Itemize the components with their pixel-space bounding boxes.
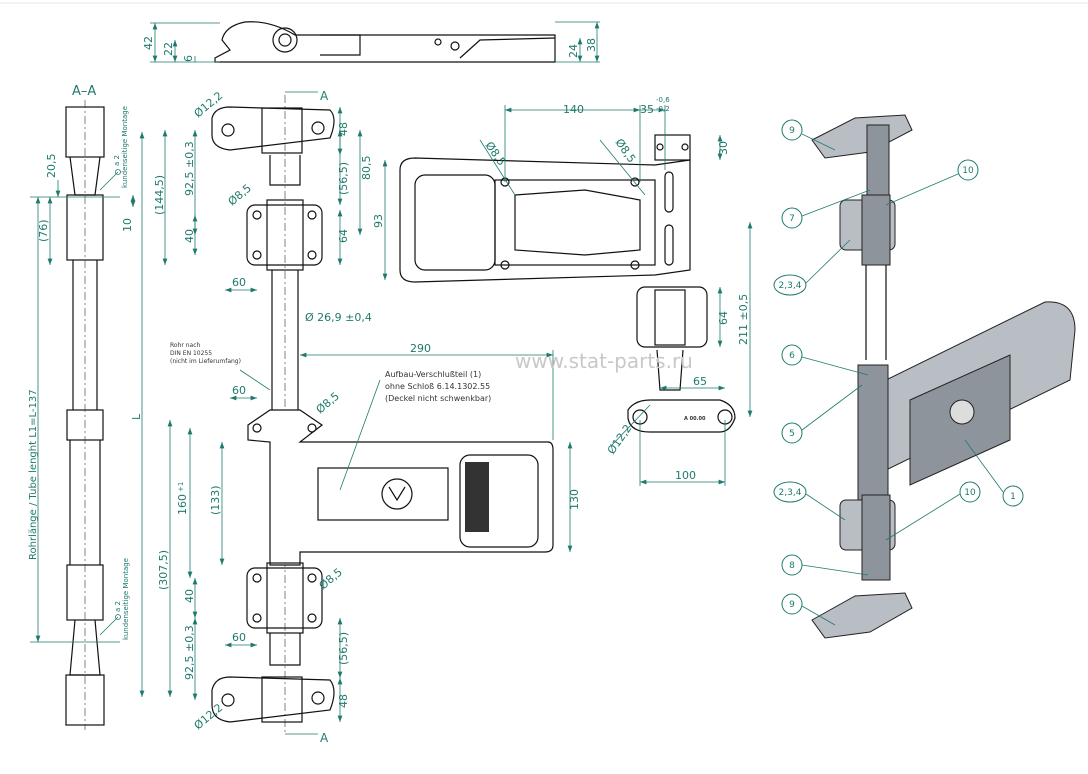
watermark: www.stat-parts.ru [515,349,693,373]
dim-d12-2-top: Ø12,2 [192,89,226,120]
dim-d8-5-c: Ø8,5 [317,566,345,593]
balloon-2-3-4-top: 2,3,4 [779,281,802,291]
dim-130: 130 [568,489,581,510]
balloon-9-top: 9 [789,126,795,136]
weld-symbol-bottom: a 2 [114,601,122,612]
dim-6: 6 [182,55,195,62]
weld-note-bottom: kundenseitige Montage [122,558,130,640]
dim-133: (133) [209,485,222,515]
section-label: A–A [72,84,96,99]
dim-290: 290 [410,342,431,355]
dim-76: (76) [37,219,50,242]
dim-d12-2-bottom: Ø12,2 [192,701,226,732]
balloon-9-bottom: 9 [789,600,795,610]
top-view: 42 22 6 24 38 [142,21,600,63]
dim-92-5-top: 92,5 ±0,3 [183,141,196,196]
tube-note-line-1: Rohr nach [170,342,201,349]
dim-211: 211 ±0,5 [737,294,750,345]
dim-93: 93 [372,214,385,228]
tube-note-line-3: (nicht im Lieferumfang) [170,358,241,365]
balloon-5: 5 [789,429,795,439]
dim-100: 100 [675,469,696,482]
dim-10: 10 [121,218,134,232]
dim-160: 160 [176,494,189,515]
dim-24: 24 [567,44,580,58]
balloon-7: 7 [789,214,795,224]
callout-line-2: ohne Schloß 6.14.1302.55 [385,382,490,391]
balloon-1: 1 [1010,492,1016,502]
balloon-2-3-4-bottom: 2,3,4 [779,488,802,498]
dim-144-5: (144,5) [153,175,166,215]
dim-56-5-bottom: (56,5) [337,632,350,665]
section-a-a: A–A 20,5 (76) 10 L Rohrlänge / Tube leng… [28,84,145,730]
dim-80-5: 80,5 [360,156,373,181]
balloon-10-top: 10 [962,166,974,176]
callout-line-1: Aufbau-Verschlußteil (1) [385,370,481,379]
part-stamp: A 00.00 [684,416,706,422]
dim-30: 30 [717,141,730,155]
dim-d8-5-a: Ø8,5 [226,182,254,209]
balloon-8: 8 [789,561,795,571]
tube-note-line-2: DIN EN 10255 [170,350,212,357]
dim-38: 38 [585,38,598,52]
balloon-6: 6 [789,351,795,361]
dim-48-top: 48 [337,122,350,136]
dim-40-bottom: 40 [183,589,196,603]
dim-d12-2-side: Ø12,2 [605,422,635,457]
side-view: A 00.00 140 35 -0,6 -0,2 Ø8,5 Ø8,5 30 93… [372,96,753,486]
section-mark-bottom: A [320,731,329,745]
dim-20-5: 20,5 [45,154,58,179]
dim-22: 22 [162,42,175,56]
isometric-view: 9 10 7 2,3,4 6 5 1 2,3,4 10 8 9 [773,114,1076,639]
dim-60-b: 60 [232,384,246,397]
dim-64-side: 64 [717,311,730,325]
dim-160-tolerance: +1 [177,482,185,492]
dim-64-top: 64 [337,229,350,243]
callout-line-3: (Deckel nicht schwenkbar) [385,394,491,403]
balloon-10-bottom: 10 [964,488,976,498]
weld-note-top: kundenseitige Montage [121,106,129,188]
dim-tolerance-upper: -0,6 [656,96,670,104]
dim-35: 35 [640,103,654,116]
dim-307-5: (307,5) [157,550,170,590]
dim-65: 65 [693,375,707,388]
dim-60-c: 60 [232,631,246,644]
dim-d8-5-b: Ø8,5 [314,390,342,417]
dim-60-a: 60 [232,276,246,289]
dim-40-top: 40 [183,229,196,243]
dim-tolerance-lower: -0,2 [656,105,670,113]
dim-42: 42 [142,36,155,50]
weld-symbol-top: a 2 [113,155,121,166]
dim-tube-diameter: Ø 26,9 ±0,4 [305,311,372,324]
dim-140: 140 [563,103,584,116]
dim-d8-5-side-b: Ø8,5 [613,136,639,165]
tube-length-label: Rohrlänge / Tube lenght L1=L-137 [28,389,39,560]
section-mark-top: A [320,89,329,103]
dim-48-bottom: 48 [337,694,350,708]
dim-L: L [130,413,143,420]
dim-92-5-bottom: 92,5 ±0,3 [183,625,196,680]
dim-56-5-top: (56,5) [337,162,350,195]
